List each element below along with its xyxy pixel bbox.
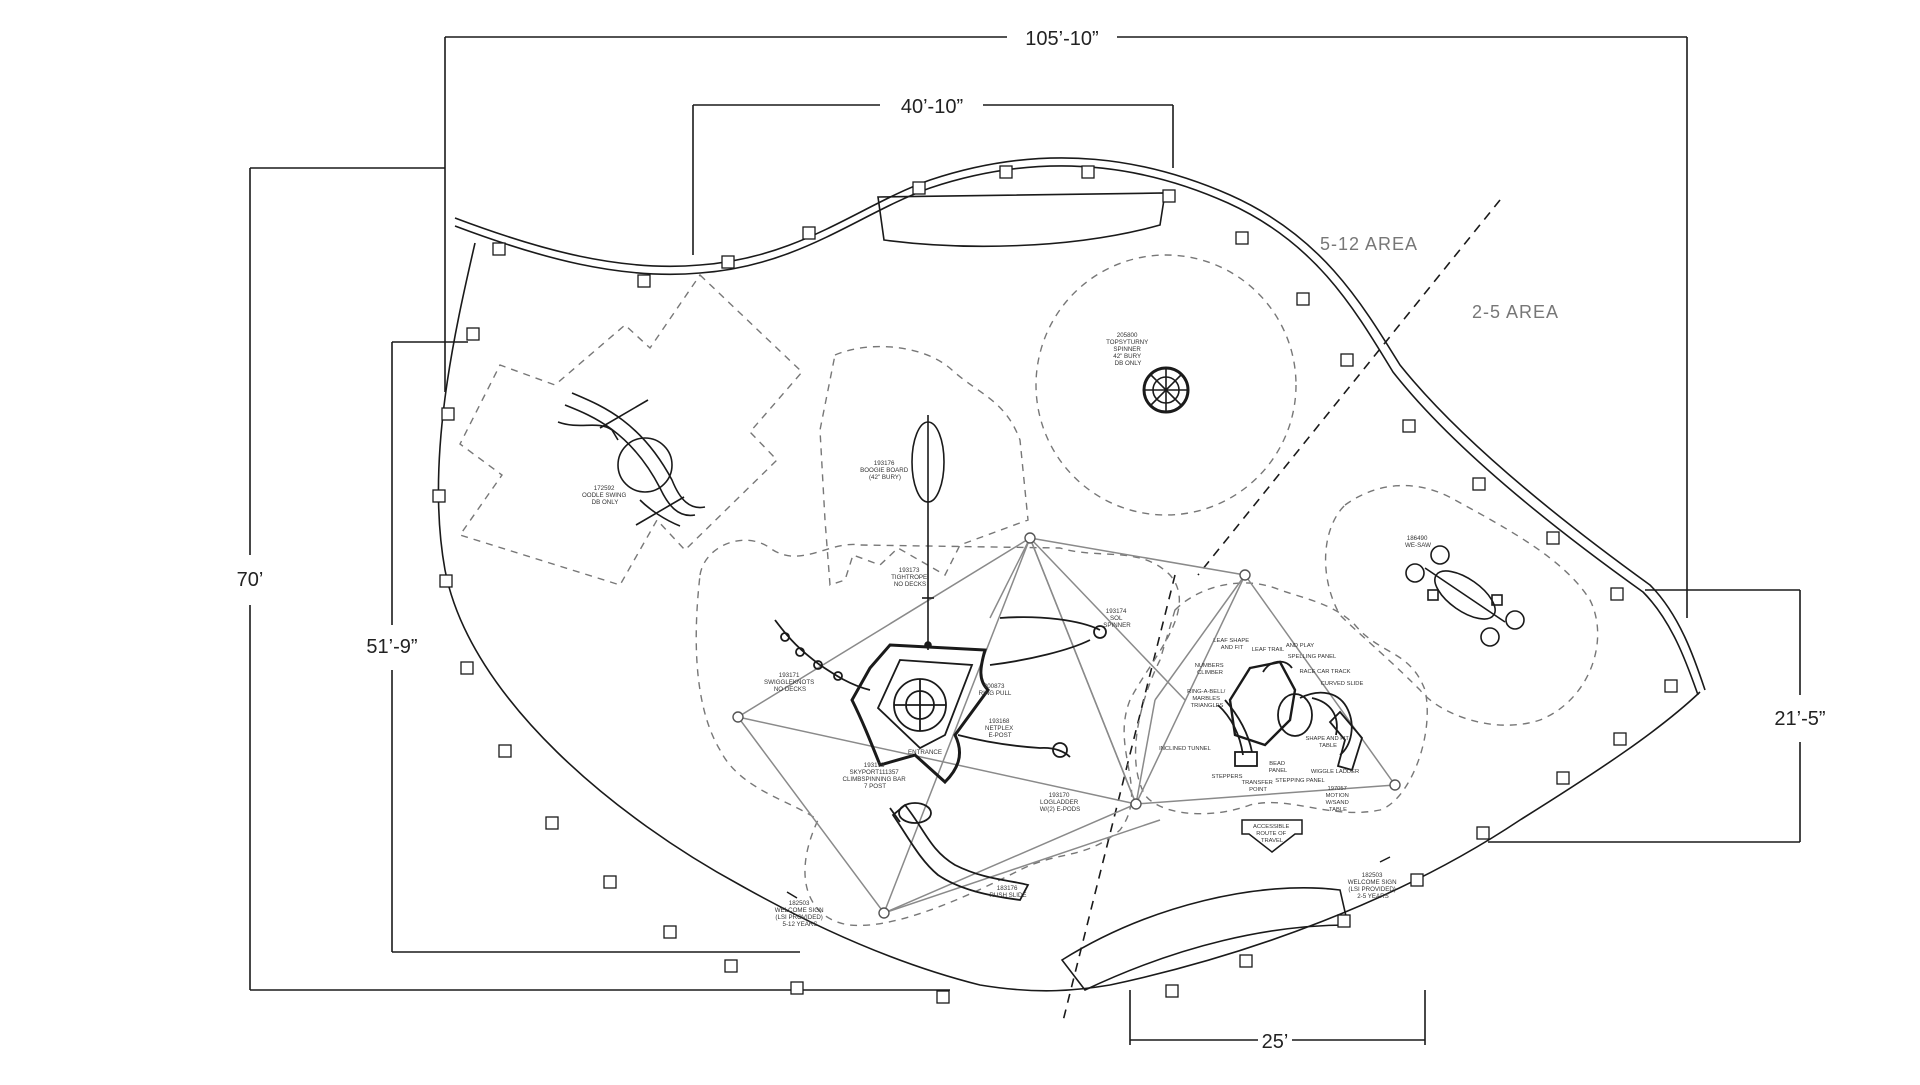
right-height-label: 21’-5” [1774, 708, 1825, 730]
inclined-tunnel-label: INCLINED TUNNEL [1159, 746, 1212, 752]
oodle-swing-label: 172592 OODLE SWING DB ONLY [582, 485, 628, 506]
net-cables [736, 536, 1396, 914]
oodle-swing-icon [557, 392, 706, 527]
left-height-label: 51’-9” [366, 636, 417, 658]
equipment-labels: 172592 OODLE SWING DB ONLY 193176 BOOGIE… [582, 332, 1431, 928]
motion-table-label: 197057 MOTION W/SAND TABLE [1326, 786, 1351, 813]
bead-panel-label: BEAD PANEL [1269, 761, 1288, 774]
topsyturny-spinner-icon [1142, 366, 1190, 414]
skyport-label: 193175 SKYPORT111357 CLIMBSPINNING BAR 7… [843, 762, 908, 790]
welcome-sign-left-label: 182503 WELCOME SIGN (LSI PROVIDED) 5-12 … [775, 900, 826, 928]
steppers-label: STEPPERS [1212, 774, 1243, 780]
leaf-shape-label: LEAF SHAPE AND FIT [1213, 638, 1250, 651]
stepping-panel-label: STEPPING PANEL [1275, 778, 1325, 784]
spelling-panel-label: SPELLING PANEL [1288, 654, 1337, 660]
area-label-5-12: 5-12 AREA [1320, 234, 1418, 254]
curb-posts [432, 165, 1678, 1004]
curved-slide-label: CURVED SLIDE [1321, 681, 1364, 687]
area-label-2-5: 2-5 AREA [1472, 302, 1559, 322]
numbers-climber-label: NUMBERS CLIMBER [1195, 663, 1226, 676]
swiggleknots-label: 193171 SWIGGLEKNOTS NO DECKS [764, 672, 816, 693]
netplex-label: 193168 NETPLEX E-POST [985, 718, 1015, 739]
use-zones [458, 254, 1599, 927]
overall-width-label: 105’-10” [1025, 28, 1098, 50]
bottom-width-label: 25’ [1262, 1031, 1289, 1053]
dimension-lines [249, 36, 1801, 1045]
ring-pull-label: 200873 RING PULL [979, 683, 1012, 697]
we-saw-label: 186490 WE-SAW [1405, 535, 1431, 549]
and-play-label: AND PLAY [1286, 643, 1314, 649]
race-car-track-label: RACE CAR TRACK [1299, 669, 1350, 675]
we-saw-icon [1405, 545, 1525, 647]
boogie-board-label: 193176 BOOGIE BOARD (42" BURY) [860, 460, 910, 481]
tightrope-label: 193173 TIGHTROPE NO DECKS [891, 567, 929, 588]
entrance-label: ENTRANCE [908, 749, 942, 756]
ring-a-bell-label: RING-A-BELL/ MARBLES TRIANGLES [1187, 689, 1227, 709]
structure-width-label: 40’-10” [901, 96, 963, 118]
welcome-sign-right-label: 182503 WELCOME SIGN (LSI PROVIDED) 2-5 Y… [1348, 872, 1399, 900]
rush-slide-label: 183176 RUSH SLIDE [989, 885, 1026, 899]
overall-height-label: 70’ [237, 569, 264, 591]
accessible-route-arrow-icon [1241, 819, 1303, 853]
site-border [437, 157, 1706, 992]
shape-and-fit-label: SHAPE AND FIT TABLE [1305, 736, 1350, 749]
cable-anchors [732, 532, 1401, 919]
leaf-trail-label: LEAF TRAIL [1252, 647, 1285, 653]
boogie-board-icon [911, 415, 945, 650]
wiggle-ladder-label: WIGGLE LADDER [1311, 769, 1359, 775]
topsyturny-label: 205800 TOPSYTURNY SPINNER 42" BURY DB ON… [1106, 332, 1150, 367]
logladder-label: 193170 LOGLADDER W/(2) E-PODS [1040, 792, 1081, 813]
welcome-sign-markers [786, 856, 1391, 899]
sol-spinner-label: 193174 SOL SPINNER [1103, 608, 1131, 629]
tot-structure-icon [1217, 660, 1364, 772]
main-play-structure-icon [774, 616, 1107, 901]
transfer-point-label: TRANSFER POINT [1242, 780, 1275, 793]
accessible-route-label: ACCESSIBLE ROUTE OF TRAVEL [1253, 824, 1291, 844]
